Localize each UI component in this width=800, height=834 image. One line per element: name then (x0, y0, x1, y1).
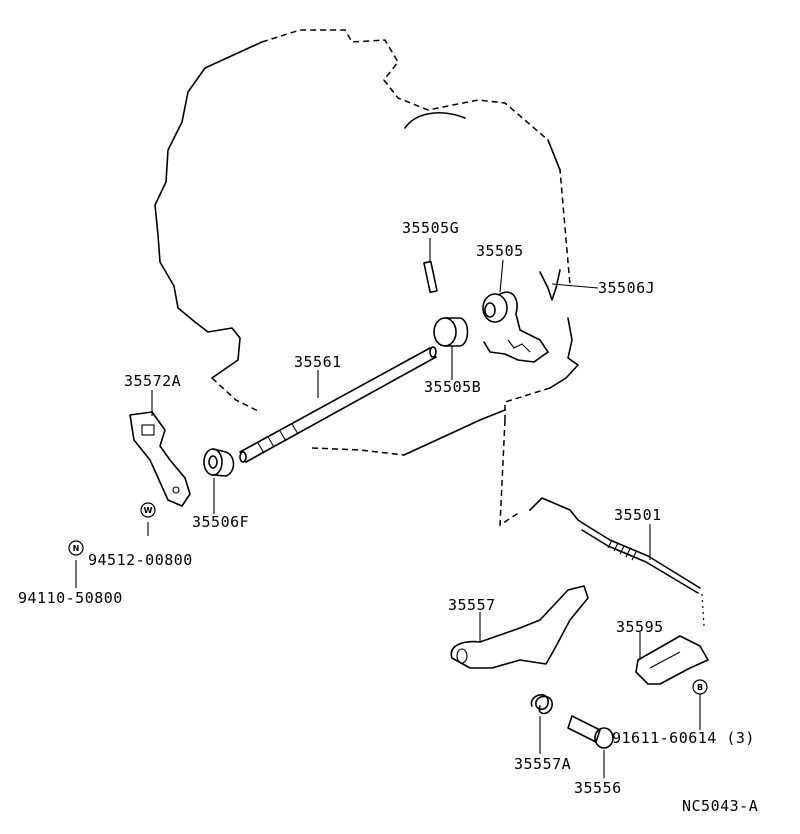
label-35505G: 35505G (402, 219, 459, 237)
label-91611-60614: 91611-60614 (3) (612, 729, 755, 747)
shift-lever-35505 (482, 291, 549, 363)
nut-badge: N (68, 540, 84, 556)
shaft-35561 (239, 346, 437, 463)
bracket-35595 (635, 635, 709, 685)
label-35505: 35505 (476, 242, 524, 260)
label-35557: 35557 (448, 596, 496, 614)
svg-text:W: W (144, 506, 153, 515)
bushing-35505B (433, 317, 469, 347)
svg-text:B: B (697, 683, 703, 692)
bracket-35572A (129, 411, 191, 507)
label-35557A: 35557A (514, 755, 571, 773)
label-35506J: 35506J (598, 279, 655, 297)
label-94512-00800: 94512-00800 (88, 551, 193, 569)
oil-seal-35506F (203, 448, 235, 477)
label-35556: 35556 (574, 779, 622, 797)
label-35506F: 35506F (192, 513, 249, 531)
label-35505B: 35505B (424, 378, 481, 396)
svg-text:N: N (73, 544, 80, 553)
diagram-code: NC5043-A (682, 797, 758, 815)
bolt-badge: B (692, 679, 708, 695)
pin-35505G (423, 260, 438, 294)
spring-35557A (530, 694, 553, 715)
pin-35556 (567, 715, 614, 749)
cable-35501 (529, 497, 701, 594)
leader-lines (75, 238, 705, 778)
label-35595: 35595 (616, 618, 664, 636)
label-94110-50800: 94110-50800 (18, 589, 123, 607)
washer-badge: W (140, 502, 156, 518)
label-35572A: 35572A (124, 372, 181, 390)
label-35501: 35501 (614, 506, 662, 524)
lever-35557 (450, 585, 589, 669)
transaxle-housing (154, 29, 579, 527)
label-35561: 35561 (294, 353, 342, 371)
